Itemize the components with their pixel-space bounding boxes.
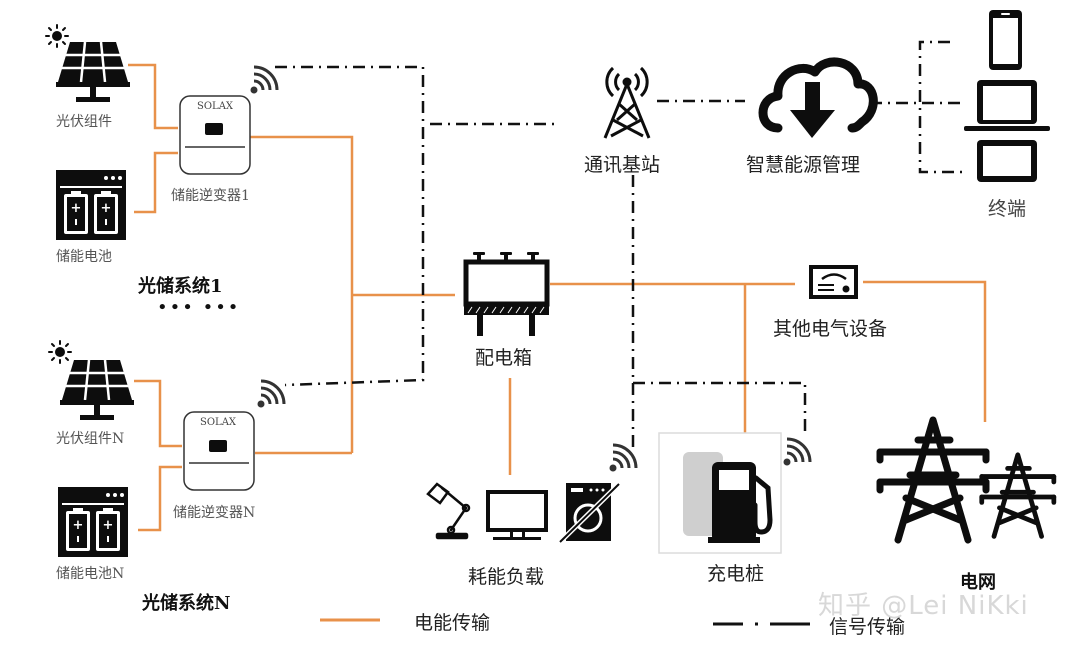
cell-tower-icon [603, 66, 651, 139]
battery-cabinet-icon [58, 487, 128, 557]
signal-line-terminal-branch [918, 40, 965, 174]
tablet-icon [977, 140, 1037, 182]
power-line-pvN [134, 379, 182, 448]
load-label: 耗能负载 [468, 566, 545, 588]
inverter-icon [179, 95, 251, 175]
power-pylon-icon [880, 420, 986, 540]
power-line-inv1 [250, 135, 354, 453]
inverter-icon [183, 411, 255, 491]
charging-pile-icon [658, 432, 782, 554]
pv-label-1: 光伏组件 [56, 114, 112, 130]
signal-lines [275, 40, 965, 450]
inverter-label-n: 储能逆变器N [173, 505, 256, 521]
wifi-icon [782, 437, 812, 467]
wifi-icon [256, 379, 286, 409]
charger-label: 充电桩 [707, 563, 765, 585]
smart-energy-label: 智慧能源管理 [746, 154, 861, 176]
system-label-1: 光储系统1 [138, 276, 223, 297]
base-station-label: 通讯基站 [584, 154, 661, 176]
inverter-brand-n: SOLAX [200, 417, 237, 428]
signal-line-wifi1 [275, 65, 425, 387]
terminal-label: 终端 [988, 198, 1027, 220]
distribution-box-icon [463, 252, 550, 336]
phone-icon [989, 10, 1022, 70]
pv-label-n: 光伏组件N [56, 431, 125, 447]
wifi-icon [249, 65, 279, 95]
battery-label-1: 储能电池 [56, 249, 112, 265]
solar-panel-icon [58, 358, 136, 422]
solar-panel-icon [54, 40, 132, 104]
legend-signal-label: 信号传输 [829, 616, 906, 638]
power-pylon-icon [982, 455, 1054, 537]
laptop-icon [964, 80, 1050, 131]
sun-icon [48, 340, 72, 364]
electrical-equipment-icon [809, 265, 858, 299]
legend-power-label: 电能传输 [414, 612, 491, 634]
battery-cabinet-icon [56, 170, 126, 240]
grid-label: 电网 [960, 572, 996, 593]
battery-label-n: 储能电池N [56, 566, 125, 582]
ellipsis: ••• ••• [157, 297, 241, 318]
power-lines [128, 63, 987, 532]
sun-icon [45, 24, 69, 48]
desk-lamp-icon [426, 482, 471, 540]
monitor-icon [486, 490, 548, 540]
system-label-n: 光储系统N [142, 593, 231, 614]
washing-machine-icon [558, 482, 621, 544]
signal-line-charger [633, 381, 807, 432]
inverter-label-1: 储能逆变器1 [171, 188, 250, 204]
power-line-pv1 [128, 63, 178, 130]
watermark: 知乎 @Lei NiKki [818, 591, 1029, 621]
power-line-bat1 [134, 151, 178, 214]
power-line-batN [138, 465, 182, 532]
other-equipment-label: 其他电气设备 [773, 318, 888, 340]
inverter-brand-1: SOLAX [197, 101, 234, 112]
distribution-box-label: 配电箱 [475, 347, 533, 369]
power-line-grid [863, 280, 987, 422]
cloud-download-icon [758, 57, 878, 138]
wifi-icon [608, 443, 638, 473]
